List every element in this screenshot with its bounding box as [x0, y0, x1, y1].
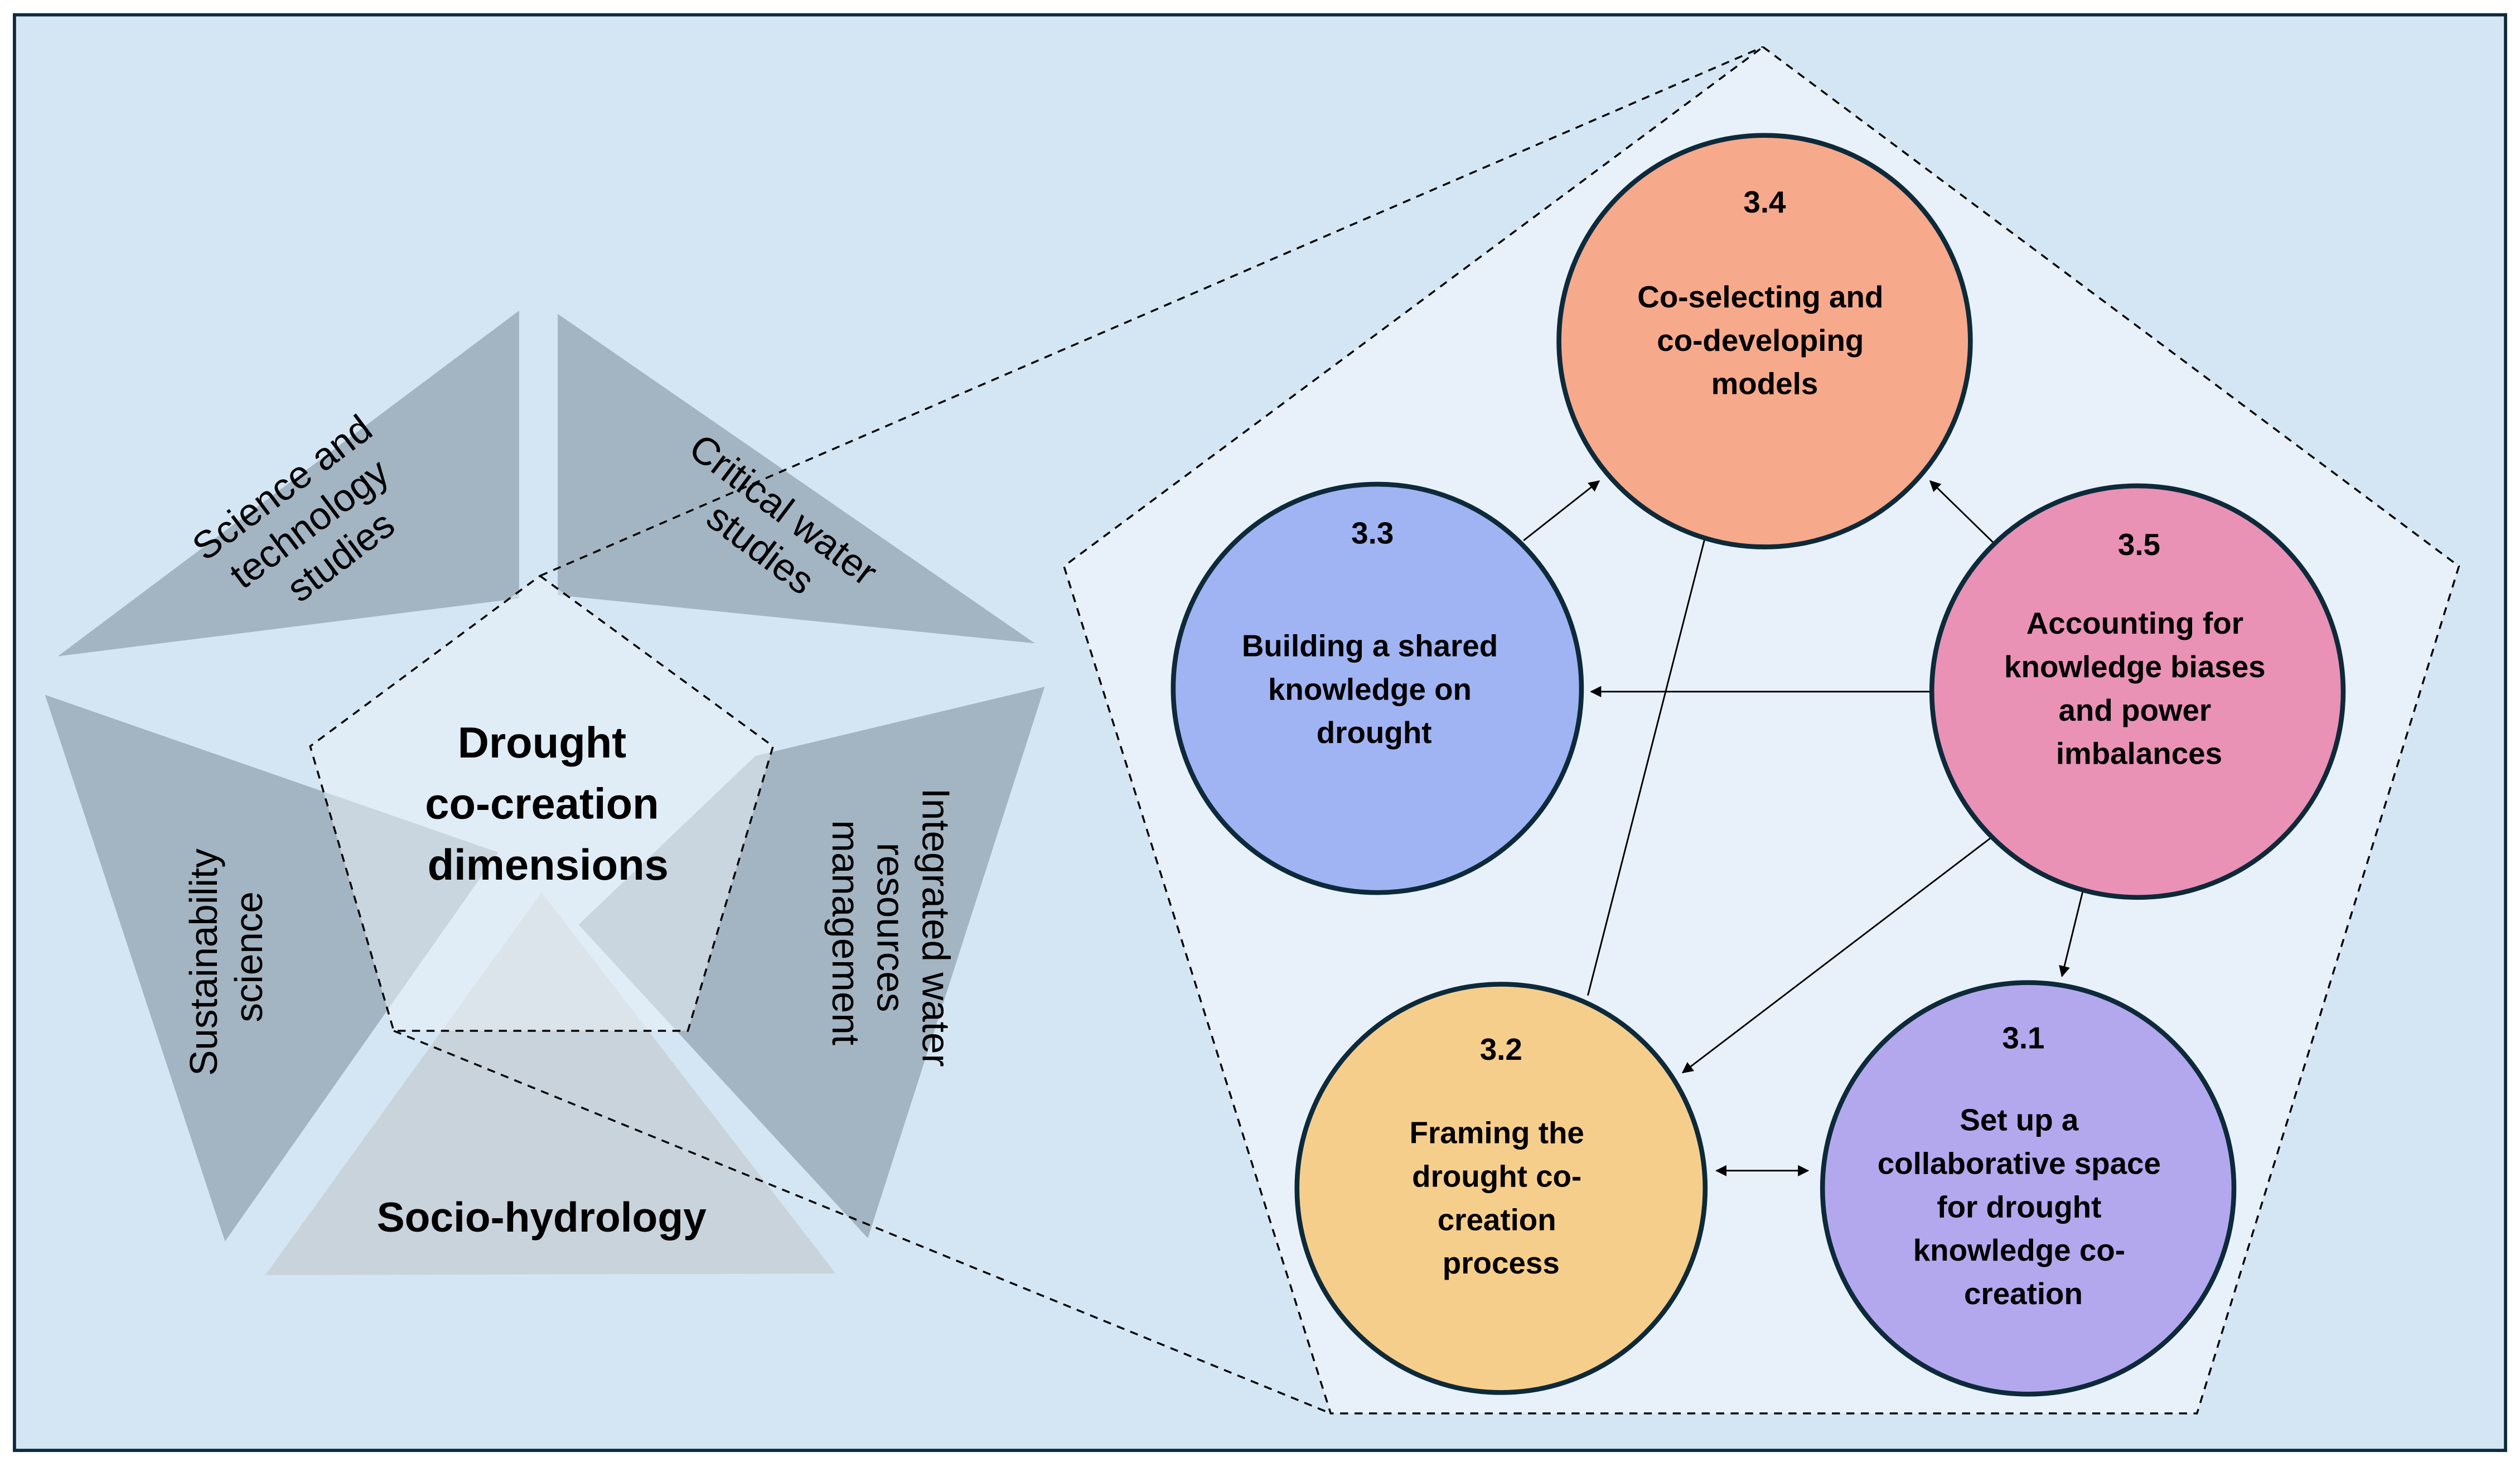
label-sust: Sustainability science [182, 838, 270, 1076]
node-text: Set up a collaborative space for drought… [1878, 1103, 2169, 1311]
node-number: 3.4 [1743, 185, 1786, 219]
center-pentagon [309, 575, 775, 1032]
zoom-line-top [539, 46, 1764, 577]
node-number: 3.3 [1351, 516, 1394, 551]
node-text: Co-selecting and co-developing models [1637, 279, 1892, 401]
edge-3.5-to-3.2 [1681, 836, 1994, 1074]
edge-3.5-to-3.1 [2059, 890, 2084, 977]
node-3.2[interactable]: 3.2 Framing the drought co- creation pro… [1294, 982, 1708, 1395]
edge-3.2-to-3.4 [1587, 523, 1711, 996]
node-text: Building a shared knowledge on drought [1242, 628, 1507, 750]
wedge-socio-hydrology [265, 892, 836, 1276]
zoom-line-bottom [393, 1030, 1331, 1415]
circle-3.3 [1170, 481, 1584, 895]
node-text: Accounting for knowledge biases and powe… [2004, 606, 2274, 770]
node-3.4[interactable]: 3.4 Co-selecting and co-developing model… [1556, 133, 1973, 549]
circle-3.1 [1820, 980, 2237, 1397]
center-title: Drought co-creation dimensions [425, 719, 671, 889]
edge-3.3-to-3.4 [1523, 480, 1600, 542]
wedge-critical-water-studies [558, 313, 1036, 644]
node-text: Framing the drought co- creation process [1410, 1116, 1593, 1280]
edge-3.5-to-3.4 [1929, 480, 1995, 544]
node-3.3[interactable]: 3.3 Building a shared knowledge on droug… [1170, 481, 1584, 895]
node-number: 3.1 [2002, 1021, 2044, 1055]
circle-3.4 [1556, 133, 1973, 549]
node-number: 3.5 [2118, 527, 2160, 562]
label-iwrm: Integrated water resources management [824, 788, 957, 1078]
node-number: 3.2 [1480, 1032, 1522, 1067]
edges [1523, 480, 2084, 1176]
node-3.1[interactable]: 3.1 Set up a collaborative space for dro… [1820, 980, 2237, 1397]
circle-3.2 [1294, 982, 1708, 1395]
circle-3.5 [1929, 483, 2346, 900]
node-3.5[interactable]: 3.5 Accounting for knowledge biases and … [1929, 483, 2346, 900]
label-socio-hydrology: Socio-hydrology [377, 1194, 707, 1241]
